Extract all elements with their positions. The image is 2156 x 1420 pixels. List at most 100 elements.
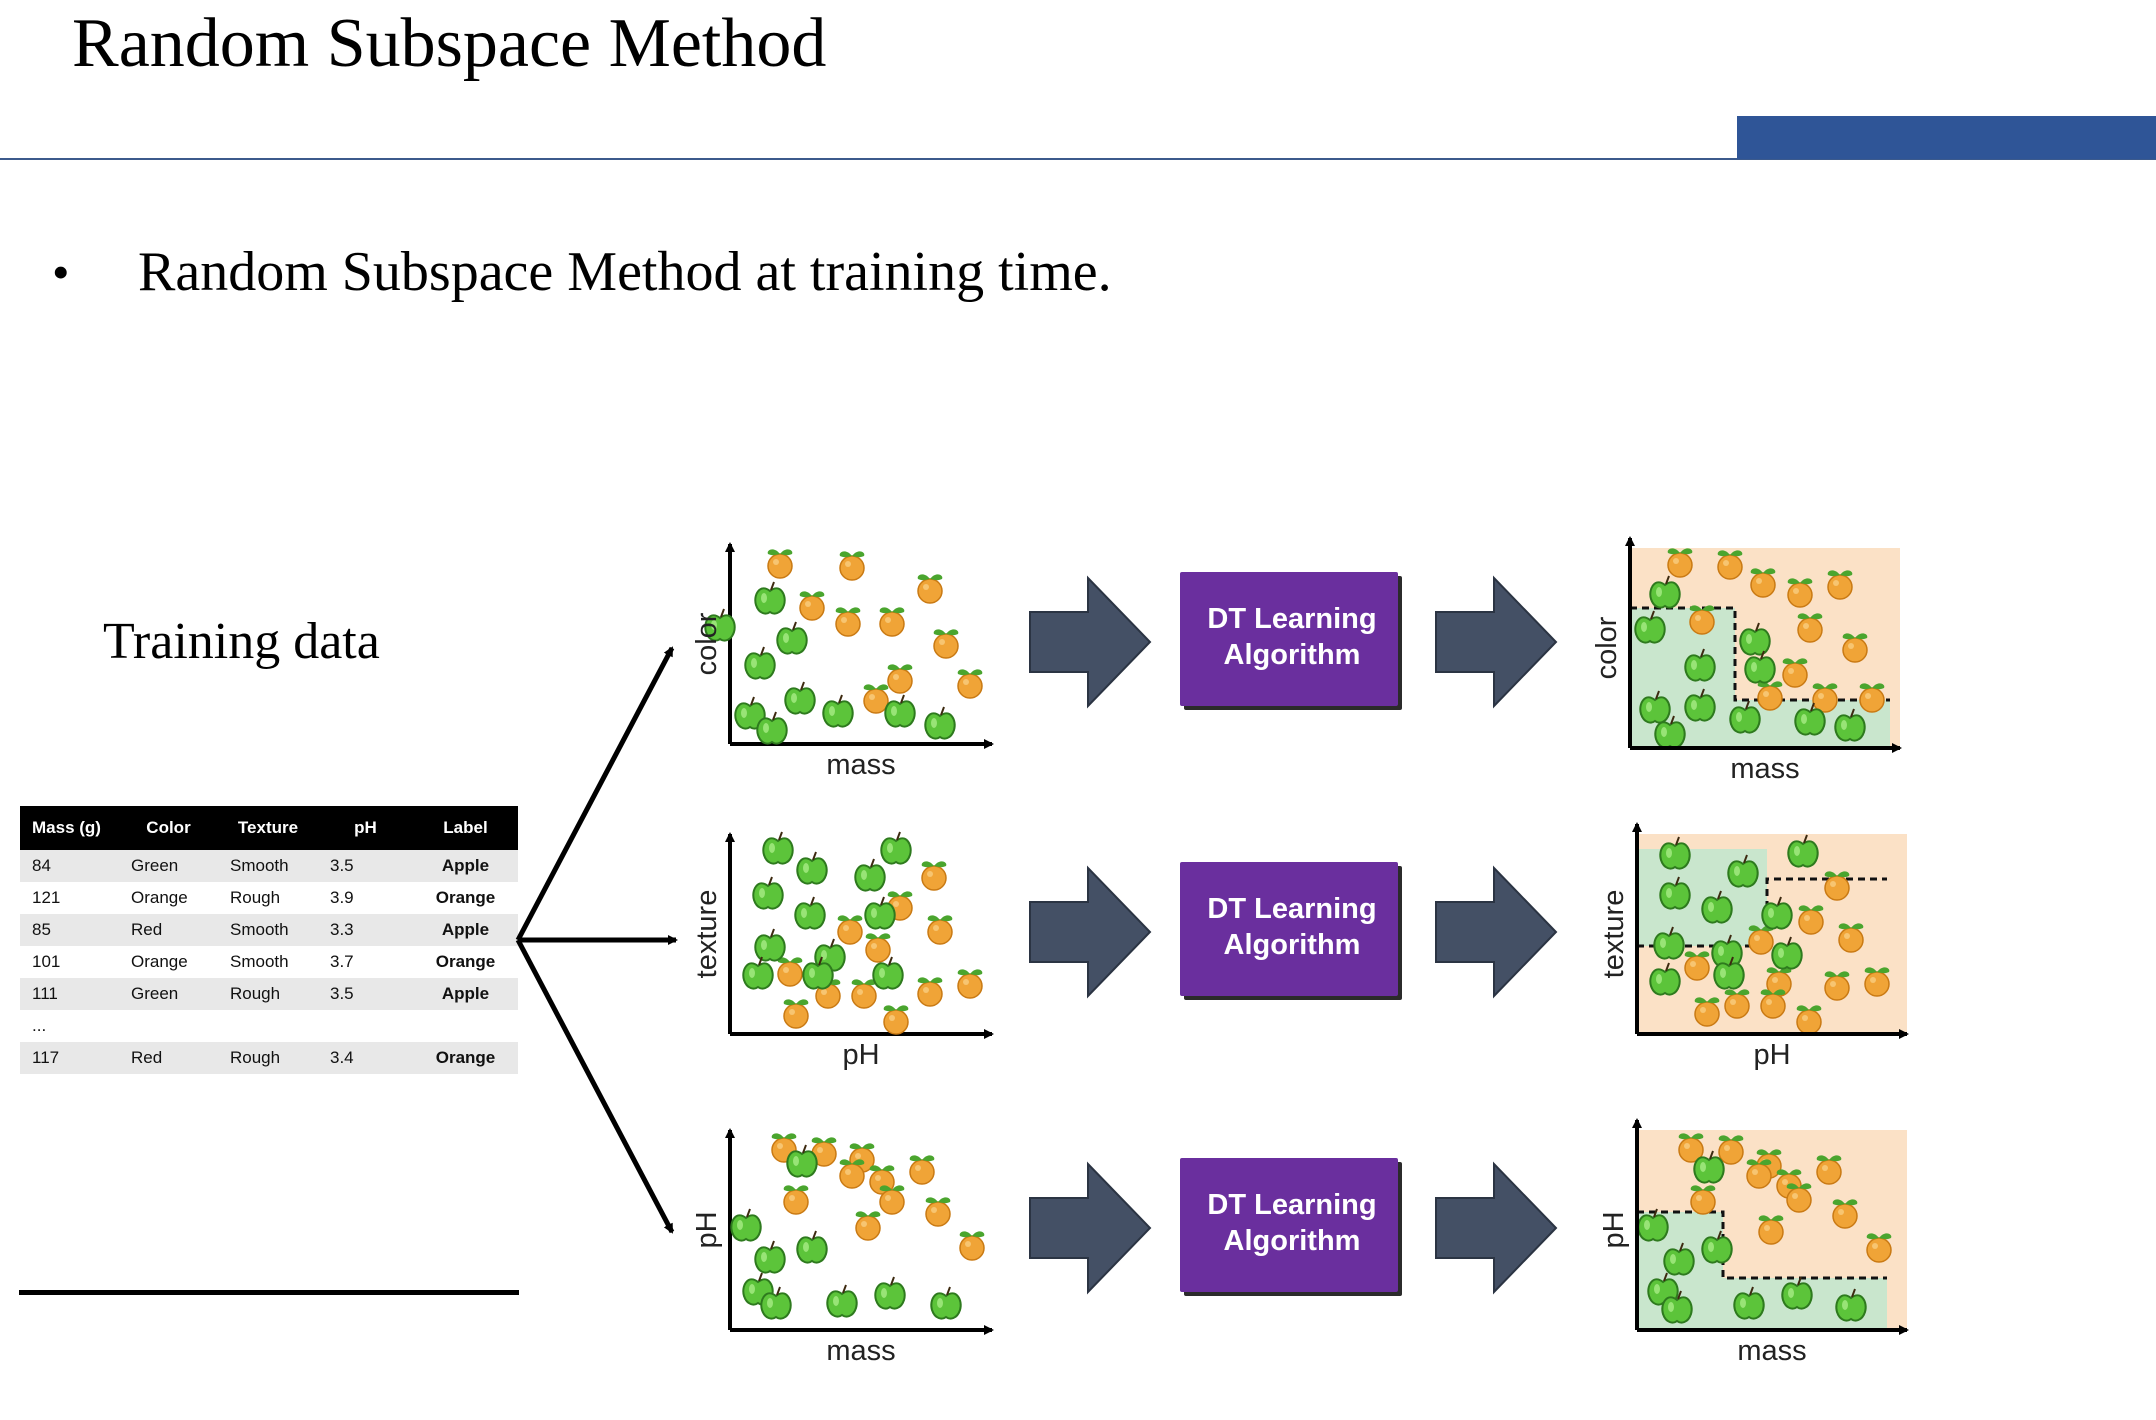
column-header: Color bbox=[119, 806, 218, 850]
algo-label-line1: DT Learning bbox=[1207, 1189, 1376, 1221]
bottom-divider bbox=[19, 1290, 519, 1295]
table-cell: Smooth bbox=[230, 952, 289, 971]
apple-icon bbox=[1729, 700, 1761, 734]
table-row: 101 Orange Smooth 3.7 Orange bbox=[20, 946, 518, 978]
orange-icon bbox=[1748, 925, 1774, 955]
apple-icon bbox=[1727, 854, 1759, 888]
apple-icon bbox=[1713, 956, 1745, 990]
orange-icon bbox=[783, 1185, 809, 1215]
orange-icon bbox=[1827, 570, 1853, 600]
apple-icon bbox=[930, 1286, 962, 1320]
orange-icon bbox=[917, 574, 943, 604]
column-header: Mass (g) bbox=[20, 806, 119, 850]
table-cell: ... bbox=[32, 1016, 47, 1035]
apple-icon bbox=[880, 831, 912, 865]
apple-icon bbox=[1771, 936, 1803, 970]
table-cell: 3.4 bbox=[318, 1042, 413, 1074]
bullet-dot-icon: • bbox=[52, 244, 70, 300]
orange-icon bbox=[1750, 568, 1776, 598]
orange-icon bbox=[1786, 1183, 1812, 1213]
orange-icon bbox=[883, 1005, 909, 1035]
table-cell: Orange bbox=[435, 952, 496, 971]
orange-icon bbox=[1757, 681, 1783, 711]
apple-icon bbox=[784, 681, 816, 715]
table-cell: Smooth bbox=[218, 914, 318, 946]
table-cell: 3.7 bbox=[330, 952, 354, 971]
apple-icon bbox=[872, 956, 904, 990]
table-header-row: Mass (g) Color Texture pH Label bbox=[20, 806, 518, 850]
apple-icon bbox=[754, 928, 786, 962]
orange-icon bbox=[1824, 971, 1850, 1001]
column-header: Label bbox=[413, 806, 518, 850]
training-data-label: Training data bbox=[103, 613, 380, 670]
apple-icon bbox=[1634, 610, 1666, 644]
apple-icon bbox=[1834, 708, 1866, 742]
table-cell: Red bbox=[119, 914, 218, 946]
orange-icon bbox=[933, 629, 959, 659]
apple-icon bbox=[704, 608, 736, 642]
apple-icon bbox=[826, 1284, 858, 1318]
table-row: ... bbox=[20, 1010, 518, 1042]
block-arrow-icon bbox=[1029, 1161, 1152, 1295]
orange-icon bbox=[777, 957, 803, 987]
orange-icon bbox=[959, 1231, 985, 1261]
orange-icon bbox=[1690, 1185, 1716, 1215]
orange-icon bbox=[1678, 1133, 1704, 1163]
apple-icon bbox=[1733, 1286, 1765, 1320]
apple-icon bbox=[1693, 1150, 1725, 1184]
algo-label-line2: Algorithm bbox=[1224, 639, 1361, 671]
orange-icon bbox=[1838, 923, 1864, 953]
table-cell: 3.3 bbox=[318, 914, 413, 946]
apple-icon bbox=[754, 581, 786, 615]
orange-icon bbox=[863, 684, 889, 714]
orange-icon bbox=[865, 933, 891, 963]
apple-icon bbox=[1659, 836, 1691, 870]
apple-icon bbox=[1787, 834, 1819, 868]
block-arrow-icon bbox=[1435, 1161, 1558, 1295]
apple-icon bbox=[794, 896, 826, 930]
orange-icon bbox=[783, 999, 809, 1029]
decision-boundary bbox=[1637, 1210, 1887, 1280]
block-arrow-icon bbox=[1029, 865, 1152, 999]
apple-icon bbox=[734, 696, 766, 730]
orange-icon bbox=[1798, 905, 1824, 935]
x-axis-label: pH bbox=[842, 1039, 879, 1071]
apple-icon bbox=[1761, 896, 1793, 930]
bullet-text: Random Subspace Method at training time. bbox=[138, 241, 1112, 303]
apple-icon bbox=[924, 706, 956, 740]
table-cell: Orange bbox=[413, 1042, 518, 1074]
table-cell: 117 bbox=[20, 1042, 119, 1074]
x-axis-label: mass bbox=[1737, 1335, 1806, 1367]
orange-icon bbox=[879, 607, 905, 637]
apple-icon bbox=[1654, 715, 1686, 749]
table-cell: 3.5 bbox=[318, 978, 413, 1010]
branch-arrow-top bbox=[515, 646, 675, 942]
table-cell: Orange bbox=[131, 952, 188, 971]
orange-icon bbox=[1782, 658, 1808, 688]
orange-icon bbox=[879, 1185, 905, 1215]
orange-icon bbox=[1796, 1005, 1822, 1035]
apple-icon bbox=[754, 1240, 786, 1274]
table-cell: Apple bbox=[413, 978, 518, 1010]
orange-icon bbox=[1760, 989, 1786, 1019]
orange-icon bbox=[1718, 1135, 1744, 1165]
apple-icon bbox=[1659, 876, 1691, 910]
x-axis-label: mass bbox=[1730, 753, 1799, 785]
orange-icon bbox=[1724, 989, 1750, 1019]
table-cell: Green bbox=[119, 978, 218, 1010]
apple-icon bbox=[756, 711, 788, 745]
orange-icon bbox=[1824, 871, 1850, 901]
apple-icon bbox=[874, 1276, 906, 1310]
orange-icon bbox=[1787, 578, 1813, 608]
orange-icon bbox=[855, 1211, 881, 1241]
table-cell: Orange bbox=[131, 888, 188, 907]
apple-icon bbox=[1739, 622, 1771, 656]
table-cell: Rough bbox=[230, 888, 281, 907]
orange-icon bbox=[1812, 683, 1838, 713]
title-accent-bar bbox=[1737, 116, 2156, 159]
